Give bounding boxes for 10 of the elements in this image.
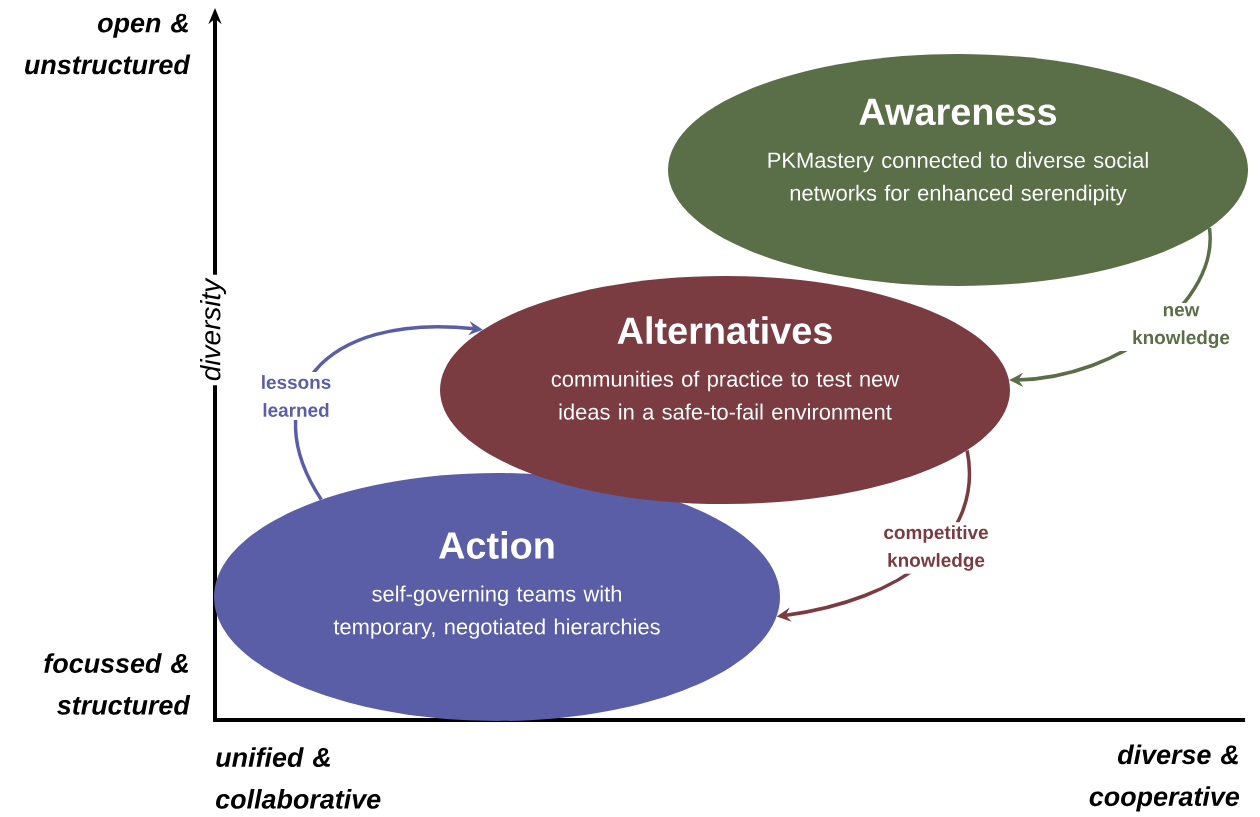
axis-label: unified & collaborative <box>216 747 381 809</box>
axis-label: diverse & cooperative <box>1089 744 1240 812</box>
edge-label: new knowledge <box>1133 305 1230 349</box>
axis-label: diversity <box>200 277 226 381</box>
ellipse-node: Action self-governing teams with temporary, negotiated hierarchies <box>214 473 780 721</box>
axis-label: open & unstructured <box>25 13 191 75</box>
edge-label: lessons learned <box>262 375 331 417</box>
ellipse-node: Awareness PKMastery connected to diverse social networks for enhanced serendipity <box>668 54 1248 286</box>
edge-label: competitive knowledge <box>884 525 988 571</box>
ellipse-node: Alternatives communities of practice to test new ideas in a safe-to-fail environment <box>440 276 1010 504</box>
